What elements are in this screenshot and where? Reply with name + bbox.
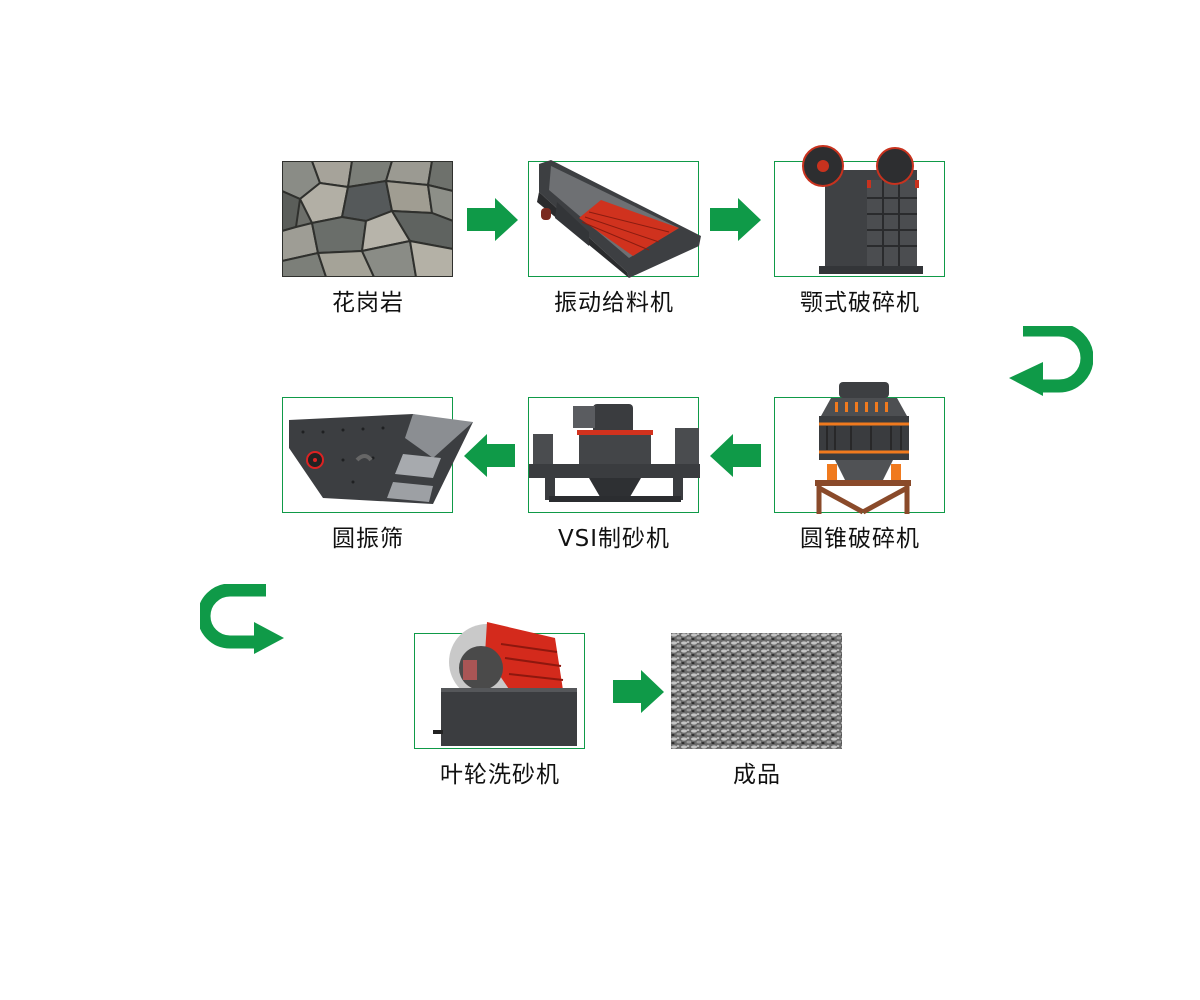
vibrating-screen-image	[282, 397, 473, 513]
vsi-sand-maker-image	[528, 397, 700, 513]
u-turn-right-arrow-icon	[200, 584, 284, 656]
u-turn-left-arrow-icon	[1009, 326, 1093, 398]
sand-washer-image	[414, 622, 585, 749]
arrow-right-icon	[710, 198, 762, 242]
step-label: 成品	[733, 762, 781, 788]
step-label: VSI制砂机	[557, 526, 671, 552]
arrow-left-icon	[710, 434, 762, 478]
step-label: 花岗岩	[332, 290, 404, 316]
step-label: 圆振筛	[332, 526, 404, 552]
step-label: 圆锥破碎机	[800, 526, 920, 552]
jaw-crusher-image	[774, 145, 945, 277]
arrow-left-icon	[464, 434, 516, 478]
finished-gravel-image	[671, 633, 842, 749]
step-label: 振动给料机	[554, 290, 674, 316]
arrow-right-icon	[467, 198, 519, 242]
granite-image	[282, 161, 453, 277]
step-label: 颚式破碎机	[800, 290, 920, 316]
cone-crusher-image	[774, 382, 945, 515]
arrow-right-icon	[613, 670, 665, 714]
vibrating-feeder-image	[528, 160, 701, 278]
step-label: 叶轮洗砂机	[440, 762, 560, 788]
